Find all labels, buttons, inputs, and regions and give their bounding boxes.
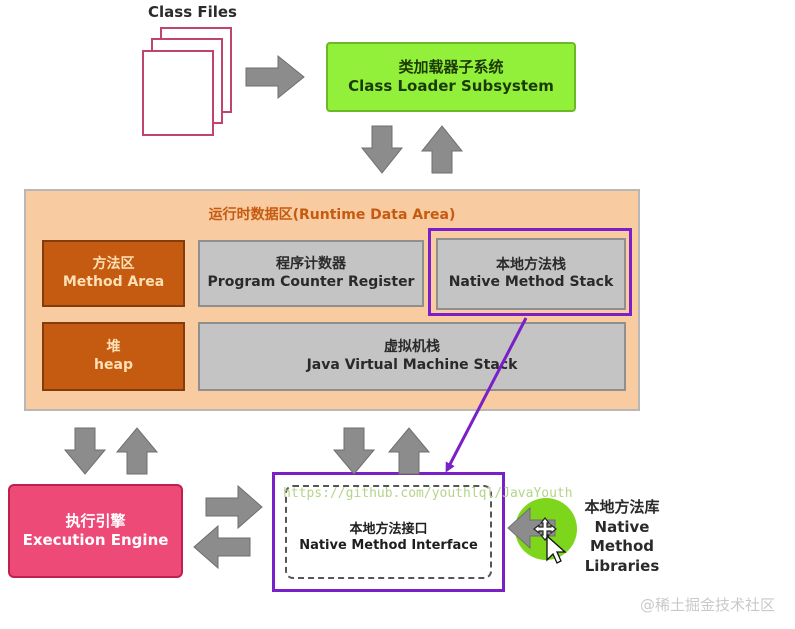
arrow-left-icon xyxy=(507,506,556,550)
native-method-stack-en: Native Method Stack xyxy=(448,274,614,290)
class-loader-cn: 类加载器子系统 xyxy=(398,58,504,77)
native-method-stack-cn: 本地方法栈 xyxy=(496,256,566,273)
execution-engine-cn: 执行引擎 xyxy=(65,512,126,531)
method-area-cn: 方法区 xyxy=(92,256,135,272)
native-method-stack-box: 本地方法栈 Native Method Stack xyxy=(436,238,626,310)
heap-en: heap xyxy=(94,356,133,373)
jvm-stack-box: 虚拟机栈 Java Virtual Machine Stack xyxy=(198,322,626,391)
native-libraries-cn: 本地方法库 xyxy=(584,498,660,516)
arrow-up-icon xyxy=(420,125,464,174)
arrow-down-icon xyxy=(360,125,404,174)
execution-engine: 执行引擎 Execution Engine xyxy=(8,484,183,578)
jvm-stack-cn: 虚拟机栈 xyxy=(384,339,440,355)
class-loader-en: Class Loader Subsystem xyxy=(348,77,554,95)
native-libraries-en1: Native Method xyxy=(590,517,654,556)
arrow-left-icon xyxy=(193,524,251,570)
arrow-up-icon xyxy=(387,427,431,475)
native-method-libraries: 本地方法库 Native Method Libraries xyxy=(568,498,676,576)
github-url-watermark: https://github.com/youthlql/JavaYouth xyxy=(283,486,573,501)
native-method-interface: 本地方法接口 Native Method Interface xyxy=(285,485,492,579)
program-counter-register-box: 程序计数器 Program Counter Register xyxy=(198,240,424,307)
heap-cn: 堆 xyxy=(106,339,121,355)
arrow-down-icon xyxy=(332,427,376,475)
cursor-icon xyxy=(546,534,567,564)
class-loader-subsystem: 类加载器子系统 Class Loader Subsystem xyxy=(326,42,576,112)
native-method-stack-highlight xyxy=(428,228,632,316)
method-area-en: Method Area xyxy=(62,273,165,290)
jvm-stack-en: Java Virtual Machine Stack xyxy=(306,356,518,373)
pc-register-cn: 程序计数器 xyxy=(276,256,346,272)
heap-box: 堆 heap xyxy=(42,322,185,391)
move-cursor-icon xyxy=(533,517,557,541)
native-libraries-en2: Libraries xyxy=(584,556,660,575)
pc-register-en: Program Counter Register xyxy=(207,273,415,290)
runtime-data-area: 运行时数据区(Runtime Data Area) 方法区 Method Are… xyxy=(24,189,640,411)
arrow-right-icon xyxy=(245,54,305,100)
arrow-up-icon xyxy=(115,427,159,475)
native-interface-cn: 本地方法接口 xyxy=(349,521,428,537)
execution-engine-en: Execution Engine xyxy=(22,531,169,549)
class-files-label: Class Files xyxy=(148,3,237,21)
arrow-right-icon xyxy=(205,484,263,530)
native-method-interface-highlight: 本地方法接口 Native Method Interface xyxy=(272,472,505,592)
native-interface-en: Native Method Interface xyxy=(299,538,478,553)
arrow-down-icon xyxy=(63,427,107,475)
runtime-data-area-title: 运行时数据区(Runtime Data Area) xyxy=(208,207,456,223)
site-watermark: @稀土掘金技术社区 xyxy=(639,596,775,614)
purple-connector-line xyxy=(445,317,528,473)
method-area-box: 方法区 Method Area xyxy=(42,240,185,307)
